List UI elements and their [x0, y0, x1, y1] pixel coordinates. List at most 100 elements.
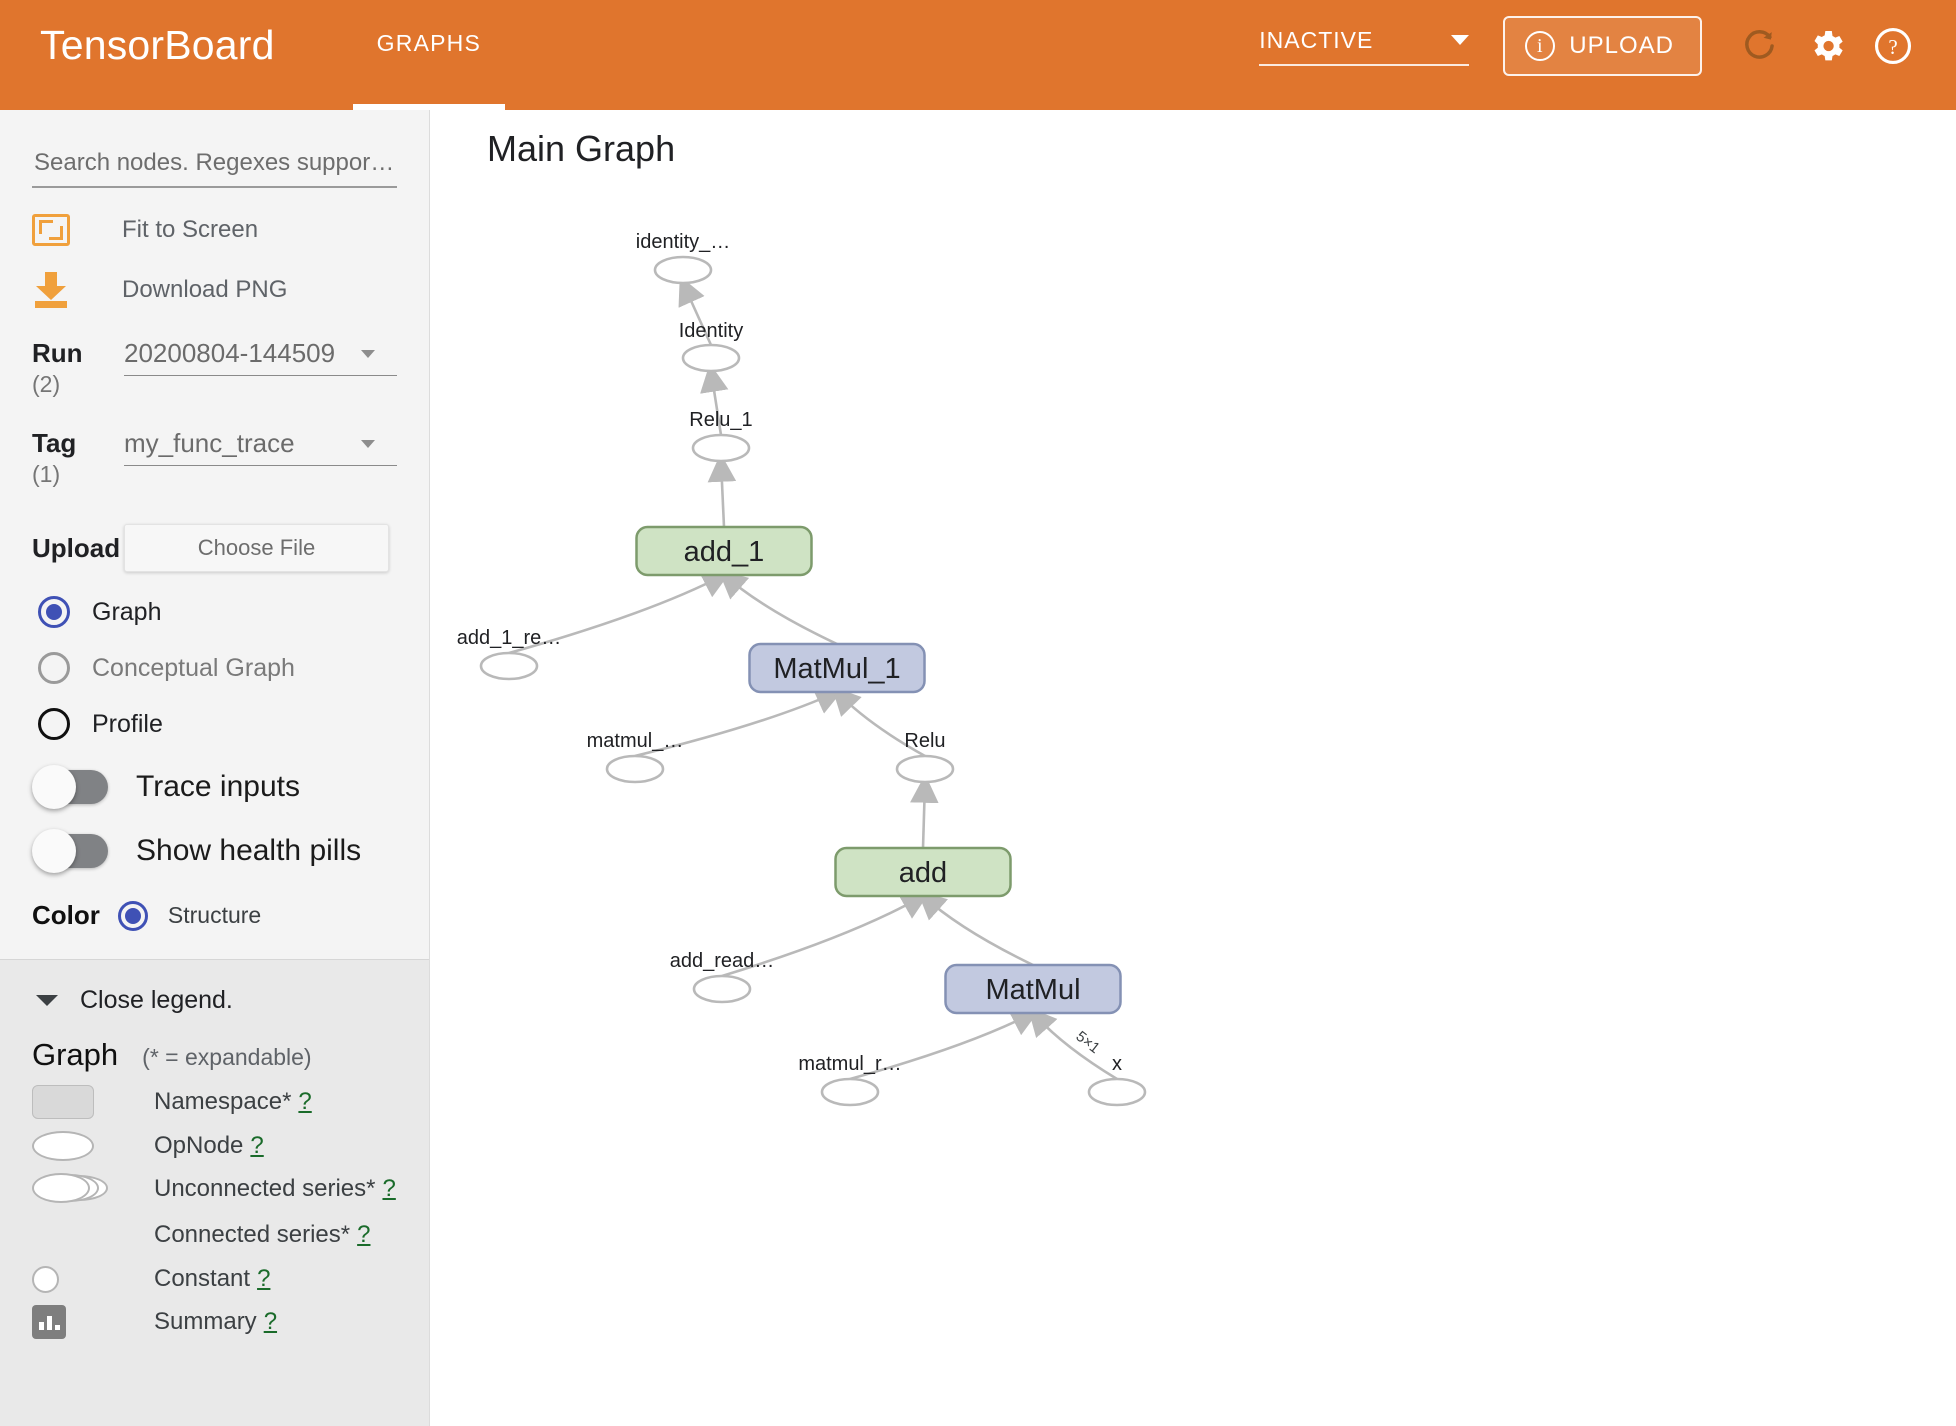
download-png-label: Download PNG	[122, 276, 288, 303]
graph-node-label: add_read…	[670, 950, 775, 972]
run-status-select[interactable]: INACTIVE	[1259, 27, 1470, 66]
graph-node[interactable]: Identity	[679, 320, 743, 373]
graph-node-label: Relu	[904, 730, 945, 752]
radio-graph-label: Graph	[92, 597, 162, 626]
tag-select[interactable]: my_func_trace	[124, 428, 397, 466]
legend-item-connected-series: Connected series*?	[0, 1217, 429, 1253]
graph-edge	[700, 363, 729, 436]
graph-node-label: matmul_…	[587, 730, 684, 752]
graph-node-shape	[691, 433, 751, 463]
download-icon	[32, 272, 70, 308]
graph-node-shape	[605, 754, 665, 784]
graph-node[interactable]: add	[834, 846, 1012, 898]
legend-summary-help[interactable]: ?	[263, 1308, 278, 1335]
legend-connected-series-help[interactable]: ?	[357, 1221, 371, 1248]
tag-value: my_func_trace	[124, 428, 295, 458]
graph-node-shape	[692, 974, 752, 1004]
radio-conceptual-graph[interactable]: Conceptual Graph	[0, 652, 429, 684]
legend-opnode-help[interactable]: ?	[250, 1132, 264, 1159]
toggle-trace-inputs-switch[interactable]	[32, 765, 108, 809]
radio-profile[interactable]: Profile	[0, 708, 429, 740]
tag-count: (1)	[32, 461, 61, 487]
chevron-down-icon	[361, 439, 375, 448]
download-png-button[interactable]: Download PNG	[0, 272, 429, 308]
search-input[interactable]	[32, 148, 397, 178]
app-header: TensorBoard GRAPHS INACTIVE i UPLOAD	[0, 0, 1956, 110]
graph-node-label: add_1_re…	[457, 627, 562, 649]
graph-node[interactable]: identity_…	[636, 231, 731, 285]
gear-icon[interactable]	[1800, 19, 1854, 73]
opnode-icon	[32, 1131, 124, 1161]
legend-item-opnode: OpNode?	[0, 1131, 429, 1161]
graph-edge	[634, 687, 845, 758]
graph-node[interactable]: add_1	[635, 525, 813, 577]
graph-node[interactable]: MatMul_1	[748, 642, 926, 694]
close-legend-button[interactable]: Close legend.	[0, 986, 429, 1015]
search-field[interactable]	[32, 148, 397, 188]
run-label: Run	[32, 338, 83, 368]
chevron-down-icon	[36, 995, 58, 1006]
graph-node-label: add_1	[684, 536, 765, 568]
color-label: Color	[32, 900, 100, 930]
legend-unconnected-series-help[interactable]: ?	[382, 1175, 396, 1202]
toggle-show-health-pills-label: Show health pills	[136, 834, 362, 867]
tag-label-group: Tag (1)	[32, 428, 124, 488]
chevron-down-icon	[361, 349, 375, 358]
fit-to-screen-label: Fit to Screen	[122, 216, 259, 243]
legend-panel: Close legend. Graph (* = expandable) Nam…	[0, 959, 429, 1426]
legend-namespace-help[interactable]: ?	[298, 1088, 312, 1115]
toggle-trace-inputs[interactable]: Trace inputs	[0, 765, 429, 809]
app-brand: TensorBoard	[40, 22, 275, 68]
radio-graph-indicator	[38, 596, 70, 628]
graph-edge	[910, 774, 939, 849]
graph-node[interactable]: MatMul	[944, 963, 1122, 1015]
graph-node-label: identity_…	[636, 231, 731, 253]
graph-node-shape	[895, 754, 955, 784]
legend-item-namespace: Namespace*?	[0, 1085, 429, 1119]
toggle-show-health-pills[interactable]: Show health pills	[0, 829, 429, 873]
graph-node-shape	[944, 963, 1122, 1015]
upload-button[interactable]: i UPLOAD	[1503, 16, 1702, 76]
legend-constant-label: Constant	[154, 1265, 251, 1292]
run-value: 20200804-144509	[124, 338, 336, 368]
sidebar: Fit to Screen Download PNG Run (2) 20200…	[0, 110, 430, 1426]
run-count: (2)	[32, 371, 61, 397]
page-title: Main Graph	[487, 128, 676, 169]
legend-item-constant: Constant?	[0, 1265, 429, 1293]
radio-conceptual-graph-label: Conceptual Graph	[92, 653, 295, 682]
graph-node-label: MatMul	[985, 974, 1080, 1006]
refresh-icon[interactable]	[1734, 19, 1788, 73]
header-tabs: GRAPHS	[352, 0, 506, 110]
toggle-show-health-pills-switch[interactable]	[32, 829, 108, 873]
help-icon[interactable]: ?	[1866, 19, 1920, 73]
graph-edge	[718, 569, 838, 646]
header-actions: INACTIVE i UPLOAD ?	[1259, 0, 1926, 92]
legend-constant-help[interactable]: ?	[257, 1265, 271, 1292]
color-field: Color Structure	[0, 900, 429, 959]
radio-graph[interactable]: Graph	[0, 596, 429, 628]
graph-node-label: matmul_r…	[798, 1053, 901, 1075]
radio-conceptual-graph-indicator	[38, 652, 70, 684]
graph-edge	[508, 571, 731, 655]
graph-node[interactable]: add_read…	[670, 950, 775, 1004]
graph-node[interactable]: matmul_r…	[798, 1053, 902, 1107]
radio-structure-indicator[interactable]	[117, 900, 148, 931]
graph-node[interactable]: Relu_1	[689, 409, 753, 463]
unconnected-series-icon	[32, 1173, 124, 1205]
fit-to-screen-button[interactable]: Fit to Screen	[0, 214, 429, 246]
namespace-icon	[32, 1085, 124, 1119]
tab-graphs[interactable]: GRAPHS	[352, 0, 506, 110]
graph-node[interactable]: add_1_re…	[457, 627, 562, 681]
graph-node[interactable]: x	[1087, 1053, 1147, 1107]
connected-series-icon	[32, 1217, 124, 1253]
graph-node[interactable]: Relu	[895, 730, 955, 784]
graph-node[interactable]: matmul_…	[587, 730, 684, 784]
chevron-down-icon	[1451, 35, 1470, 45]
graph-node-shape	[681, 343, 741, 373]
choose-file-button[interactable]: Choose File	[124, 524, 389, 572]
run-select[interactable]: 20200804-144509	[124, 338, 397, 376]
graph-node-label: Identity	[679, 320, 743, 342]
graph-edges: 5×1	[508, 275, 1118, 1081]
